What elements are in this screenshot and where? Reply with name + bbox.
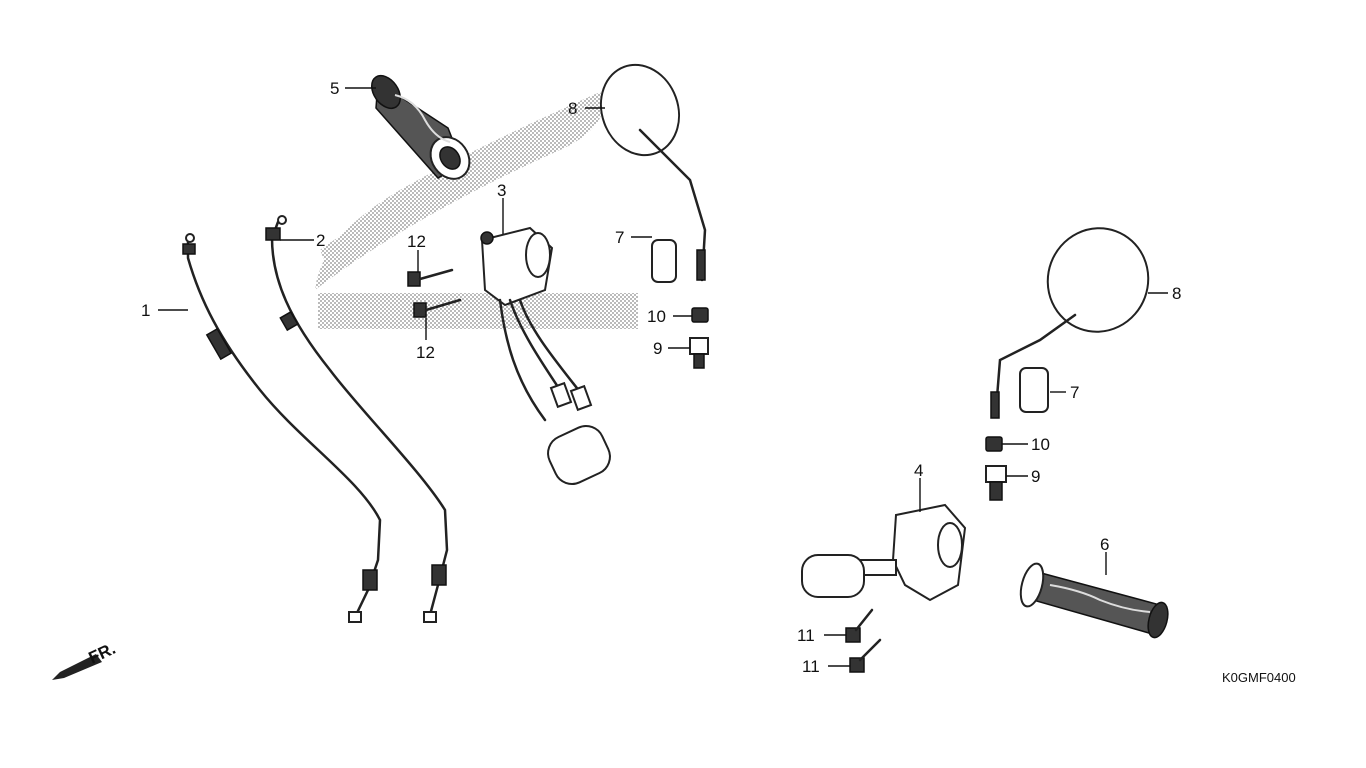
mirror-part-8-left xyxy=(599,63,707,282)
callout-12-lower: 12 xyxy=(416,343,435,362)
callout-3: 3 xyxy=(497,181,506,200)
mirror-part-8-right xyxy=(990,227,1150,419)
screw-part-11-lower xyxy=(849,638,882,673)
callout-8-right: 8 xyxy=(1172,284,1181,303)
callout-5: 5 xyxy=(330,79,339,98)
adapter-part-9-left xyxy=(689,337,709,369)
wing-logo-watermark xyxy=(315,92,638,329)
screw-part-12-upper xyxy=(407,268,454,287)
callout-4: 4 xyxy=(914,461,923,480)
callout-7-left: 7 xyxy=(615,228,624,247)
callout-7-right: 7 xyxy=(1070,383,1079,402)
callout-11-lower: 11 xyxy=(802,657,820,676)
screw-part-12-lower xyxy=(413,298,462,318)
cable-part-2 xyxy=(265,215,449,623)
callout-8-left: 8 xyxy=(568,99,577,118)
switch-housing-part-4 xyxy=(801,503,967,602)
callout-9-left: 9 xyxy=(653,339,662,358)
adapter-part-9-right xyxy=(985,465,1007,501)
nut-part-10-right xyxy=(985,436,1003,452)
front-direction-arrow: FR. xyxy=(52,639,119,680)
callout-11-upper: 11 xyxy=(797,626,815,645)
callout-2: 2 xyxy=(316,231,325,250)
leader-lines xyxy=(158,87,1168,667)
cover-part-7-left xyxy=(651,239,677,283)
callout-1: 1 xyxy=(141,301,150,320)
callout-12-upper: 12 xyxy=(407,232,426,251)
throttle-grip-part-5 xyxy=(370,74,471,180)
cable-part-1 xyxy=(182,233,382,623)
diagram-code: K0GMF0400 xyxy=(1222,670,1296,685)
screw-part-11-upper xyxy=(845,608,874,643)
callout-10-right: 10 xyxy=(1031,435,1050,454)
callout-10-left: 10 xyxy=(647,307,666,326)
grip-part-6 xyxy=(1019,562,1169,639)
callout-6: 6 xyxy=(1100,535,1109,554)
callout-9-right: 9 xyxy=(1031,467,1040,486)
cover-part-7-right xyxy=(1019,367,1049,413)
callout-labels: 1 2 3 4 5 6 7 7 8 8 9 9 10 10 11 11 12 1… xyxy=(141,79,1181,676)
nut-part-10-left xyxy=(691,307,709,323)
switch-housing-part-3 xyxy=(480,226,611,485)
